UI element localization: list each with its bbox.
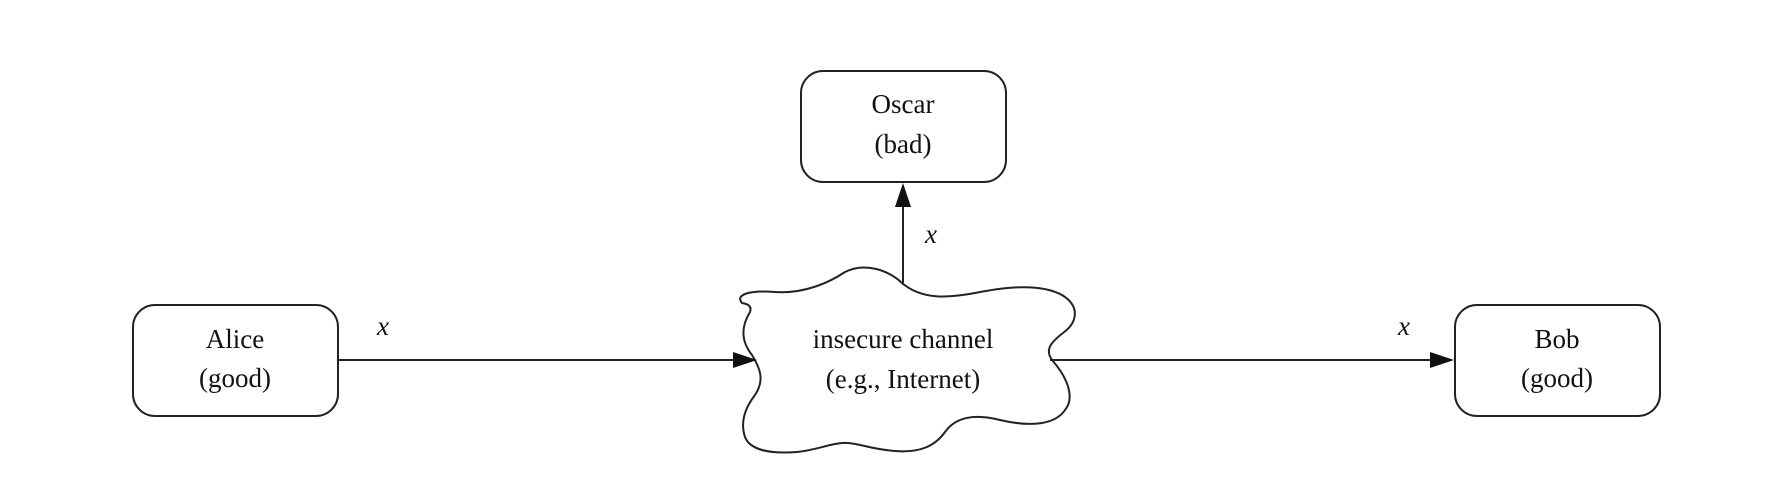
alice-role: (good) <box>199 363 271 393</box>
alice-name: Alice <box>206 324 264 354</box>
cloud-shape <box>739 266 1076 454</box>
oscar-node: Oscar (bad) <box>800 70 1007 183</box>
edge-alice-to-channel: x <box>338 311 757 368</box>
bob-box <box>1454 304 1661 417</box>
bob-node: Bob (good) <box>1454 304 1661 417</box>
channel-node: insecure channel (e.g., Internet) <box>739 266 1076 454</box>
edge-label-channel-oscar: x <box>924 219 937 249</box>
alice-node: Alice (good) <box>132 304 339 417</box>
edge-label-channel-bob: x <box>1397 311 1410 341</box>
channel-name: insecure channel <box>813 324 994 354</box>
arrowhead-up-icon <box>895 183 911 207</box>
edge-channel-to-oscar: x <box>895 183 937 285</box>
channel-example: (e.g., Internet) <box>826 364 980 394</box>
arrowhead-right-icon <box>1430 352 1454 368</box>
edge-channel-to-bob: x <box>1050 311 1454 368</box>
alice-box <box>132 304 339 417</box>
bob-role: (good) <box>1521 363 1593 393</box>
oscar-box <box>800 70 1007 183</box>
arrowhead-right-icon <box>733 352 757 368</box>
edge-label-alice-channel: x <box>376 311 389 341</box>
oscar-role: (bad) <box>875 129 932 159</box>
oscar-name: Oscar <box>872 89 935 119</box>
bob-name: Bob <box>1534 324 1579 354</box>
